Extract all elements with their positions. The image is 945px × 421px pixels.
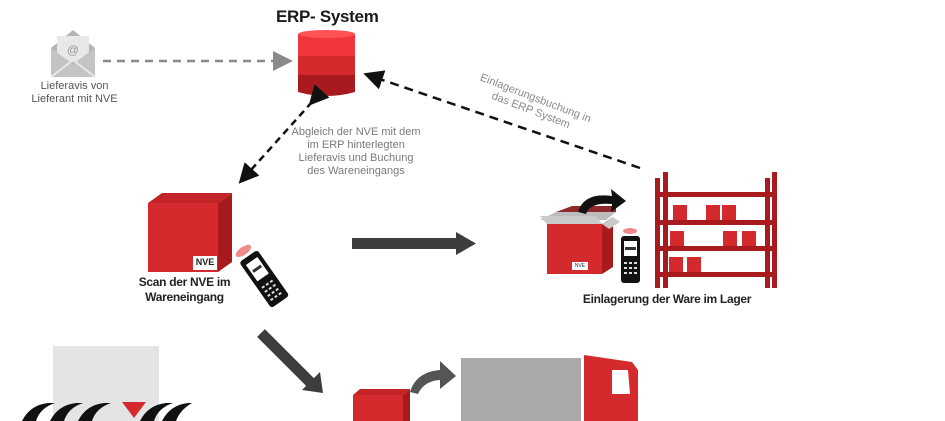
flow-arrow-right [352, 232, 476, 255]
package-box-icon [148, 193, 232, 272]
load-arrow-icon [410, 361, 456, 394]
diagram-title: ERP- System [276, 7, 379, 26]
database-icon [298, 30, 355, 96]
open-box-icon [540, 189, 626, 274]
nve-tag: NVE [195, 257, 215, 267]
nve-tag-storage: NVE [574, 263, 586, 269]
flow-storage-to-erp [363, 70, 641, 170]
email-label-line2: Lieferant mit NVE [31, 93, 118, 105]
barcode-scanner-icon [621, 228, 640, 283]
matching-line3: Lieferavis und Buchung [298, 152, 414, 164]
matching-annotation: Abgleich der NVE mit dem im ERP hinterle… [281, 126, 431, 178]
barcode-scanner-icon [235, 244, 289, 308]
shelf-boxes [669, 205, 756, 272]
email-label-line1: Lieferavis von [40, 80, 109, 92]
truck-icon [461, 355, 638, 421]
email-open-icon: @ [50, 30, 96, 78]
flow-arrow-down-right [257, 329, 323, 393]
warehouse-shelf-icon [655, 172, 777, 288]
storage-node-label: Einlagerung der Ware im Lager [582, 292, 752, 306]
receiving-label-line1: Scan der NVE im [138, 275, 231, 289]
company-logo [22, 403, 192, 421]
svg-text:@: @ [67, 43, 79, 57]
matching-line1: Abgleich der NVE mit dem [291, 126, 421, 138]
email-node-label: Lieferavis von Lieferant mit NVE [22, 80, 127, 106]
receiving-label-line2: Wareneingang [145, 290, 224, 304]
receiving-node-label: Scan der NVE im Wareneingang [122, 275, 247, 305]
matching-line4: des Wareneingangs [307, 165, 405, 177]
package-box-icon [353, 389, 410, 421]
matching-line2: im ERP hinterlegten [307, 139, 405, 151]
logo-red-triangle [122, 402, 146, 418]
flow-erp-receiving [238, 84, 330, 184]
